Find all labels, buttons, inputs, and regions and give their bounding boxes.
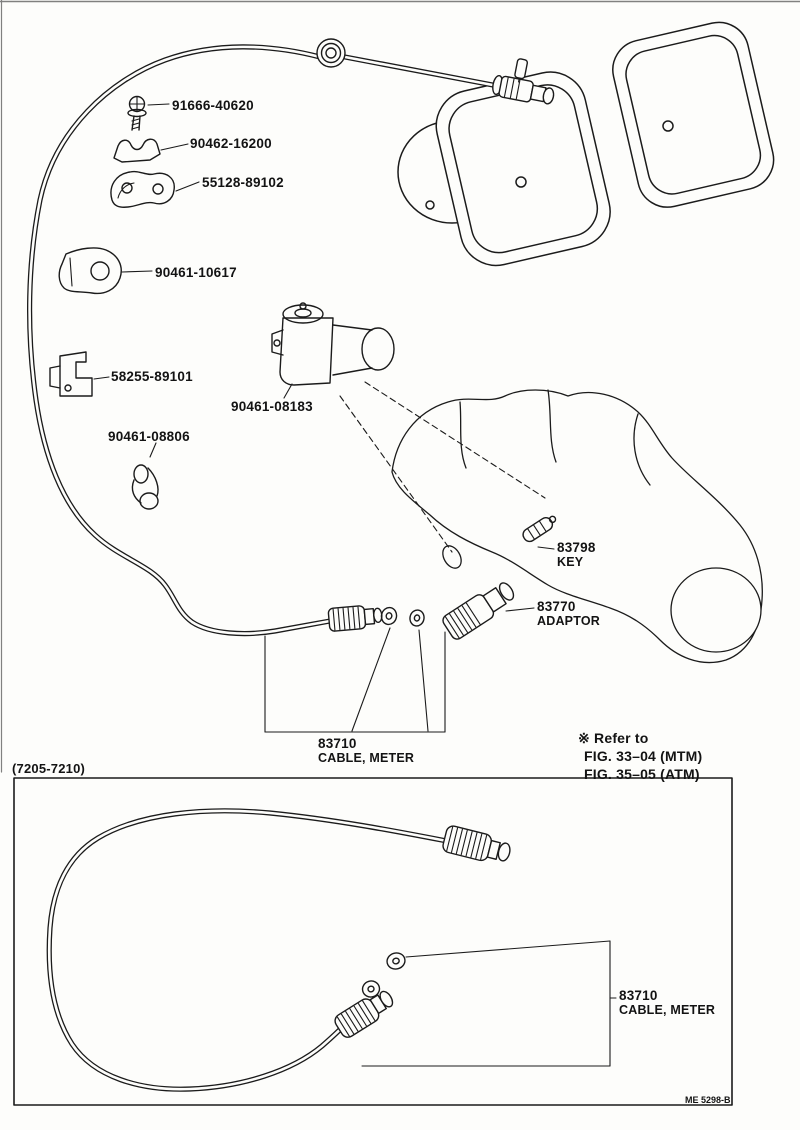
inset-caption: (7205-7210) xyxy=(12,761,86,776)
speedo-driven-gear-drawing xyxy=(271,302,395,386)
transmission-drawing xyxy=(391,389,763,664)
adaptor-drawing xyxy=(442,582,515,640)
inset-part-name-cable-meter: CABLE, METER xyxy=(619,1003,716,1017)
part-label-90462-16200: 90462-16200 xyxy=(190,136,272,151)
part-label-90461-08806: 90461-08806 xyxy=(108,429,190,444)
main-cable-drawing xyxy=(27,38,501,637)
part-label-90461-08183: 90461-08183 xyxy=(231,399,313,414)
part-label-91666-40620: 91666-40620 xyxy=(172,98,254,113)
refer-note-line3: FIG. 35–05 (ATM) xyxy=(584,766,700,782)
part-name-cable-meter: CABLE, METER xyxy=(318,751,415,765)
inset-washers-drawing xyxy=(361,952,406,998)
part-label-55128-89102: 55128-89102 xyxy=(202,175,284,190)
hook-clamp-drawing xyxy=(131,464,159,510)
page-edge-lines xyxy=(0,0,800,773)
bracket-drawing xyxy=(110,170,175,208)
washers-drawing xyxy=(380,606,425,627)
inset-part-label-83710: 83710 xyxy=(619,988,658,1003)
cable-clip-drawing xyxy=(113,138,161,163)
inset-leader-lines xyxy=(361,940,617,1067)
cable-end-fitting-drawing xyxy=(327,605,383,632)
part-label-83770: 83770 xyxy=(537,599,576,614)
inset-upper-fitting-drawing xyxy=(442,825,511,862)
instrument-cluster-drawing xyxy=(397,21,775,267)
part-name-adaptor: ADAPTOR xyxy=(537,614,600,628)
inset-box xyxy=(13,777,733,1106)
dashed-guide-lines xyxy=(339,381,546,553)
cluster-connector-drawing xyxy=(492,58,555,105)
part-83710-bracket-lines xyxy=(264,627,446,733)
doc-code: ME 5298-B xyxy=(685,1095,731,1105)
refer-note-line1: ※ Refer to xyxy=(578,730,649,746)
key-drawing xyxy=(522,515,557,543)
refer-note-line2: FIG. 33–04 (MTM) xyxy=(584,748,703,764)
part-label-83710: 83710 xyxy=(318,736,357,751)
inset-lower-fitting-drawing xyxy=(334,990,394,1038)
part-label-90461-10617: 90461-10617 xyxy=(155,265,237,280)
leader-lines xyxy=(93,103,555,612)
part-label-58255-89101: 58255-89101 xyxy=(111,369,193,384)
square-clip-drawing xyxy=(49,351,93,397)
part-label-83798: 83798 xyxy=(557,540,596,555)
tube-clamp-drawing xyxy=(58,247,122,295)
bolt-drawing xyxy=(127,95,147,131)
part-name-key: KEY xyxy=(557,555,584,569)
inset-cable-drawing xyxy=(46,808,455,1092)
